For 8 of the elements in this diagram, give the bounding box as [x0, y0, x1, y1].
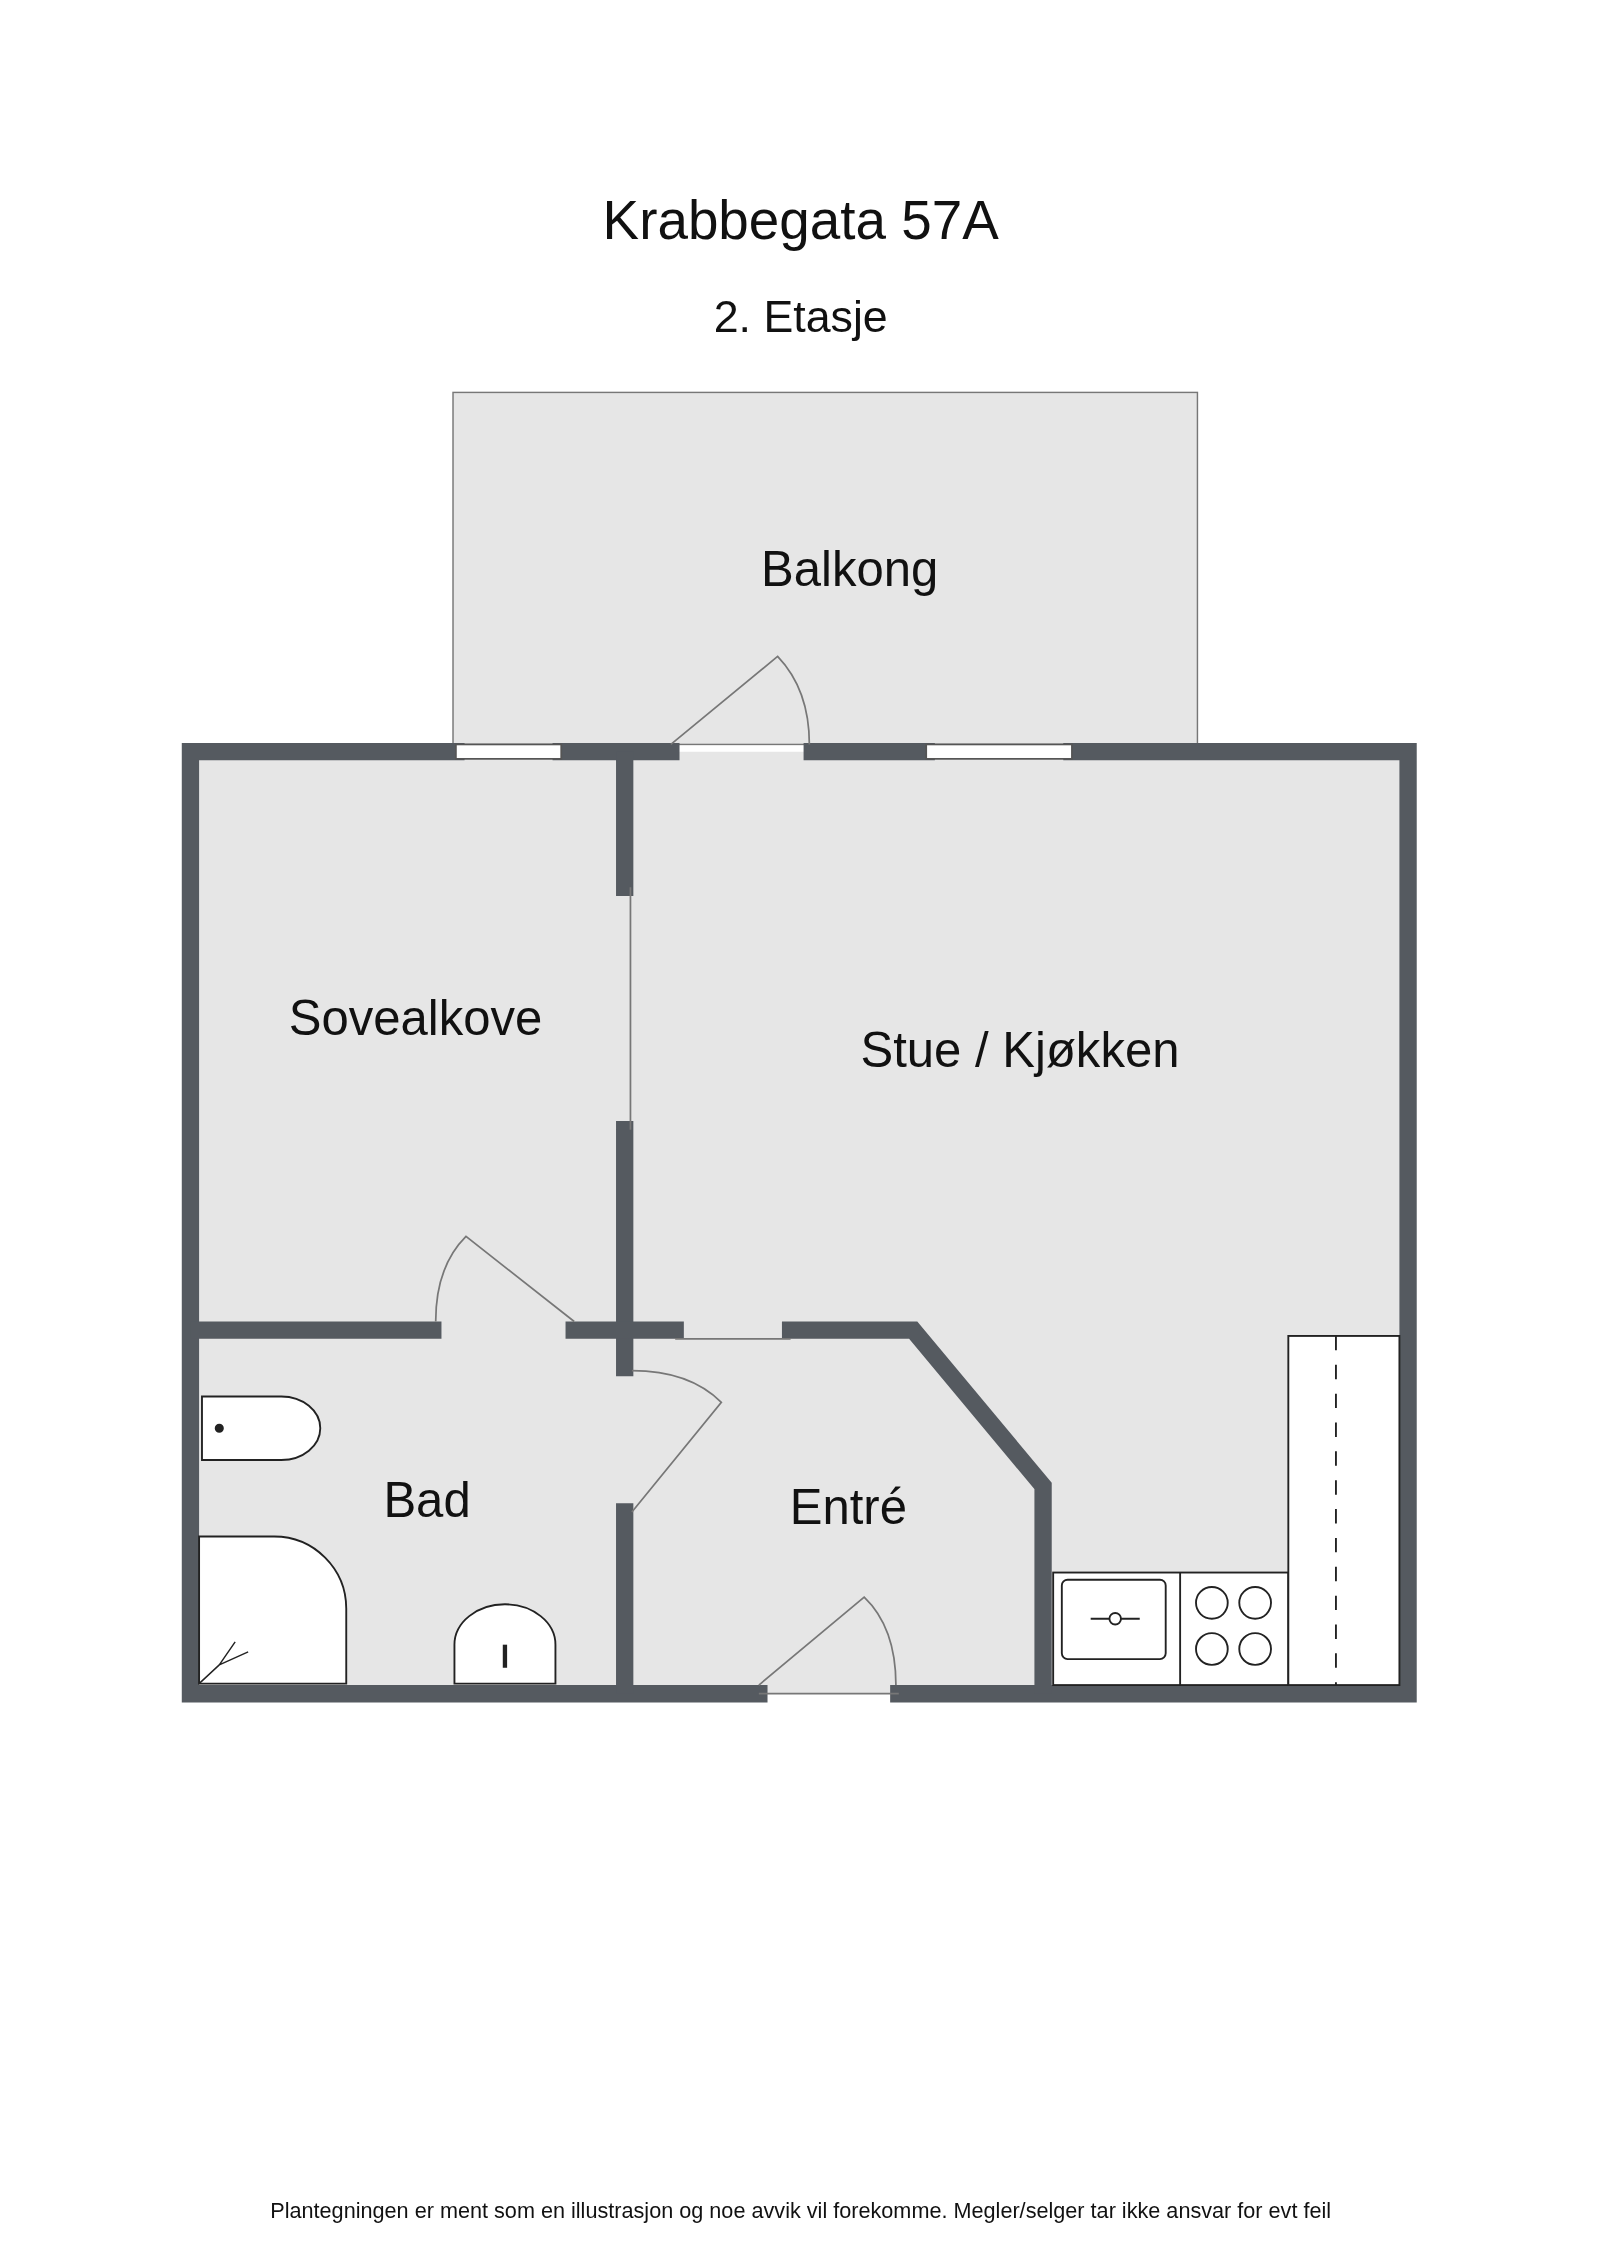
floor-label: 2. Etasje: [713, 291, 888, 344]
room-label: Sovealkove: [288, 990, 543, 1047]
disclaimer-note: Plantegningen er ment som en illustrasjon og noe avvik vil forekomme. Megler/selger tar ikke ansvar for evt feil: [270, 2197, 1332, 2223]
room-label: Bad: [383, 1472, 471, 1529]
room-label: Balkong: [761, 541, 939, 598]
plan-title: Krabbegata 57A: [602, 189, 999, 252]
room-label: Entré: [789, 1479, 907, 1536]
room-label: Stue / Kjøkken: [860, 1022, 1180, 1079]
